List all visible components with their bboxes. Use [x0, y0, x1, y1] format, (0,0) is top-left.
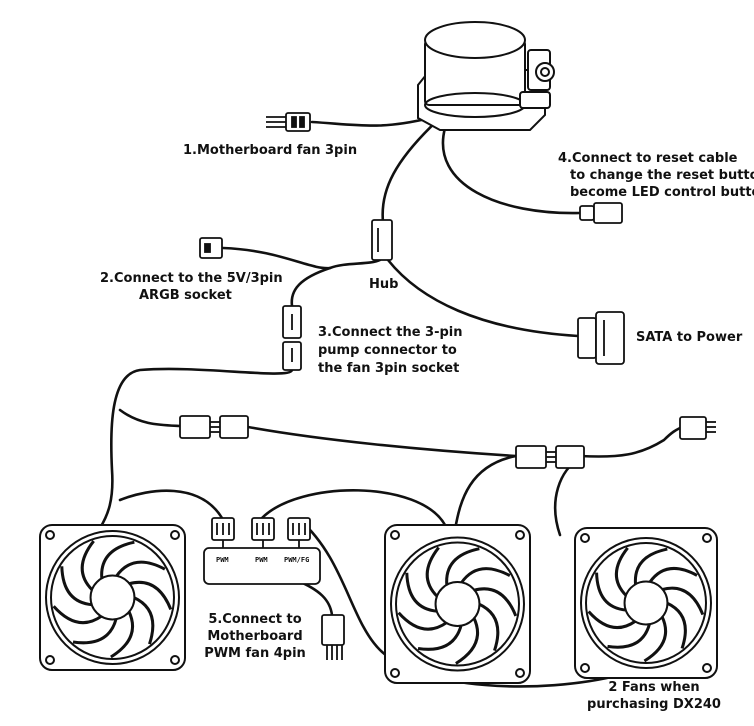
label-pump-1: 3.Connect the 3-pin	[318, 325, 463, 340]
pump-3pin-connector	[282, 305, 302, 371]
fan-chain-connector-left	[179, 415, 249, 439]
pump-block	[417, 21, 555, 131]
cable-reset	[441, 126, 582, 215]
label-reset-3: become LED control button	[570, 185, 754, 200]
label-argb-1: 2.Connect to the 5V/3pin	[100, 271, 283, 286]
label-reset-2: to change the reset button	[570, 168, 754, 183]
label-sata: SATA to Power	[636, 330, 743, 345]
fan-left	[39, 524, 186, 671]
pwm-hub-port-2-label: PWM	[255, 556, 268, 564]
label-pwm-1: 5.Connect to	[208, 612, 302, 627]
cable-argb	[221, 246, 332, 270]
sata-connector	[577, 311, 625, 365]
cable-pump-chain	[98, 367, 294, 530]
label-pump-2: pump connector to	[318, 343, 457, 358]
label-pwm-3: PWM fan 4pin	[204, 646, 306, 661]
cable-pwm-out	[294, 578, 334, 617]
fan-middle	[384, 524, 531, 684]
cable-hub-down	[290, 258, 382, 308]
reset-cable-connector	[579, 202, 623, 224]
fan-chain-connector-right	[515, 445, 585, 469]
cable-mid-fan-pwm	[260, 489, 447, 527]
fan-chain-connector-end	[679, 416, 716, 440]
label-fans-1: 2 Fans when	[608, 680, 700, 695]
cable-fan-chain-3	[578, 426, 682, 458]
cable-left-fan-pwm	[118, 489, 224, 520]
label-reset-1: 4.Connect to reset cable	[558, 151, 738, 166]
argb-connector	[199, 237, 223, 259]
cable-fan-chain-1	[118, 408, 182, 428]
pwm-hub-port-3-label: PWM/FG	[284, 556, 309, 564]
cable-fan-chain-2	[246, 425, 518, 458]
label-argb-2: ARGB socket	[139, 288, 232, 303]
hub-connector	[371, 219, 393, 261]
pwm-hub	[203, 517, 321, 585]
pwm-hub-port-1-label: PWM	[216, 556, 229, 564]
label-fans-2: purchasing DX240	[587, 697, 721, 712]
cable-fan-middle-up	[453, 454, 518, 532]
label-hub: Hub	[369, 277, 399, 292]
motherboard-fan-connector	[266, 112, 311, 132]
cable-fan-right-loop	[553, 456, 582, 537]
label-motherboard-fan: 1.Motherboard fan 3pin	[183, 143, 358, 158]
cable-sata	[386, 258, 580, 338]
cable-pump-to-hub	[381, 116, 442, 224]
label-pump-3: the fan 3pin socket	[318, 361, 460, 376]
label-pwm-2: Motherboard	[207, 629, 303, 644]
fan-right	[574, 527, 718, 679]
cable-motherboard-fan	[310, 116, 432, 127]
motherboard-4pin-connector	[321, 614, 345, 660]
